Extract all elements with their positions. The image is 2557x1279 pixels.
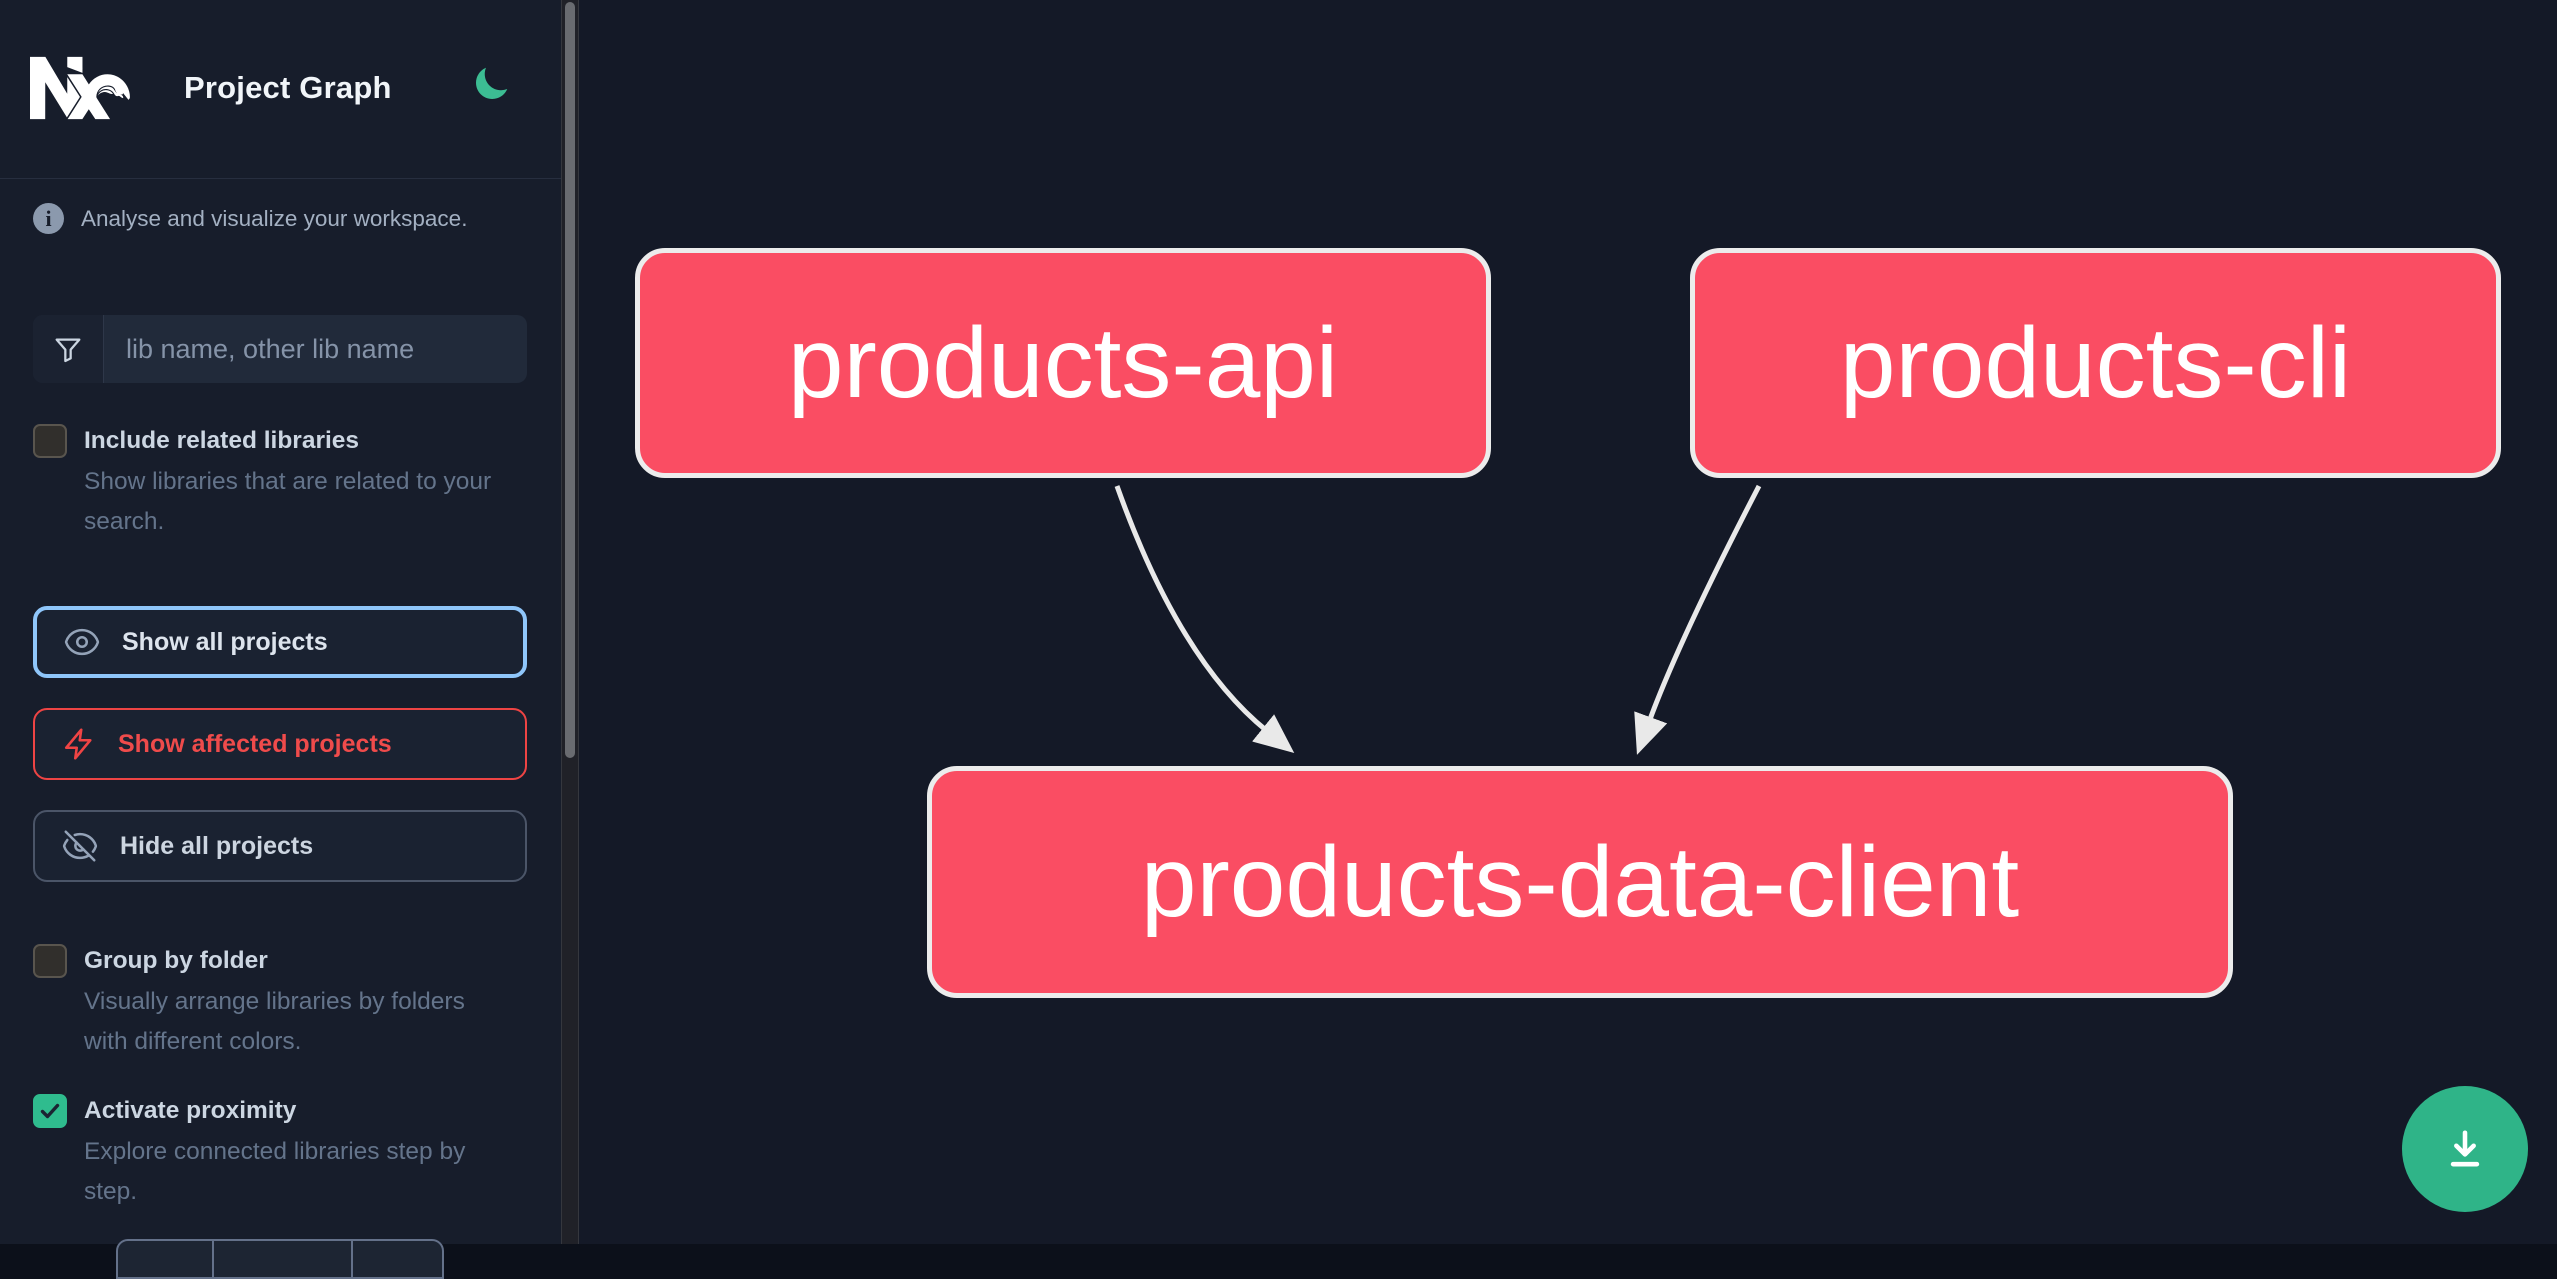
button-label: Hide all projects xyxy=(120,831,314,860)
include-related-checkbox[interactable] xyxy=(33,424,67,458)
download-icon xyxy=(2450,1130,2480,1167)
activate-proximity-checkbox[interactable] xyxy=(33,1094,67,1128)
graph-node-products-cli[interactable]: products-cli xyxy=(1690,248,2501,478)
sidebar-scrollbar[interactable] xyxy=(561,0,579,1244)
sidebar: Project Graph i Analyse and visualize yo… xyxy=(0,0,561,1279)
edge-cli-to-data-client xyxy=(1634,484,1762,755)
info-icon: i xyxy=(33,203,64,234)
checkbox-description: Visually arrange libraries by folders wi… xyxy=(84,988,465,1055)
stepper-decrement[interactable] xyxy=(118,1241,214,1277)
dependency-edges xyxy=(1114,484,1762,755)
eye-icon xyxy=(64,628,100,656)
nx-logo xyxy=(30,56,130,120)
graph-canvas[interactable]: products-api products-cli products-data-… xyxy=(579,0,2557,1244)
checkbox-label: Group by folder xyxy=(84,947,268,974)
download-graph-button[interactable] xyxy=(2402,1086,2528,1212)
graph-node-products-data-client[interactable]: products-data-client xyxy=(927,766,2233,998)
search-input[interactable] xyxy=(104,315,527,383)
checkbox-description: Explore connected libraries step by step… xyxy=(84,1138,466,1205)
group-by-folder-checkbox[interactable] xyxy=(33,944,67,978)
hide-all-projects-button[interactable]: Hide all projects xyxy=(33,810,527,882)
eye-slash-icon xyxy=(62,830,98,862)
search-box xyxy=(33,315,527,383)
stepper-increment[interactable] xyxy=(353,1241,442,1277)
sidebar-header: Project Graph xyxy=(0,0,561,179)
scrollbar-thumb[interactable] xyxy=(565,2,575,758)
button-label: Show all projects xyxy=(122,627,328,656)
tagline-row: i Analyse and visualize your workspace. xyxy=(33,203,467,234)
funnel-filter-icon xyxy=(33,315,104,383)
proximity-depth-stepper[interactable] xyxy=(116,1239,444,1279)
show-all-projects-button[interactable]: Show all projects xyxy=(33,606,527,678)
checkbox-description: Show libraries that are related to your … xyxy=(84,468,492,535)
checkbox-label: Activate proximity xyxy=(84,1097,297,1124)
filter-activate-proximity: Activate proximity Explore connected lib… xyxy=(33,1094,502,1212)
tagline-text: Analyse and visualize your workspace. xyxy=(81,205,468,231)
checkbox-label: Include related libraries xyxy=(84,427,360,454)
stepper-value xyxy=(214,1241,353,1277)
filter-group-by-folder: Group by folder Visually arrange librari… xyxy=(33,944,502,1062)
page-title: Project Graph xyxy=(184,70,392,105)
graph-node-products-api[interactable]: products-api xyxy=(635,248,1491,478)
moon-icon xyxy=(476,67,508,99)
bolt-icon xyxy=(64,728,92,760)
button-label: Show affected projects xyxy=(118,729,392,758)
filter-include-related: Include related libraries Show libraries… xyxy=(33,424,502,542)
show-affected-projects-button[interactable]: Show affected projects xyxy=(33,708,527,780)
theme-toggle-button[interactable] xyxy=(466,60,516,110)
check-icon xyxy=(40,1103,60,1119)
edge-api-to-data-client xyxy=(1114,485,1295,753)
